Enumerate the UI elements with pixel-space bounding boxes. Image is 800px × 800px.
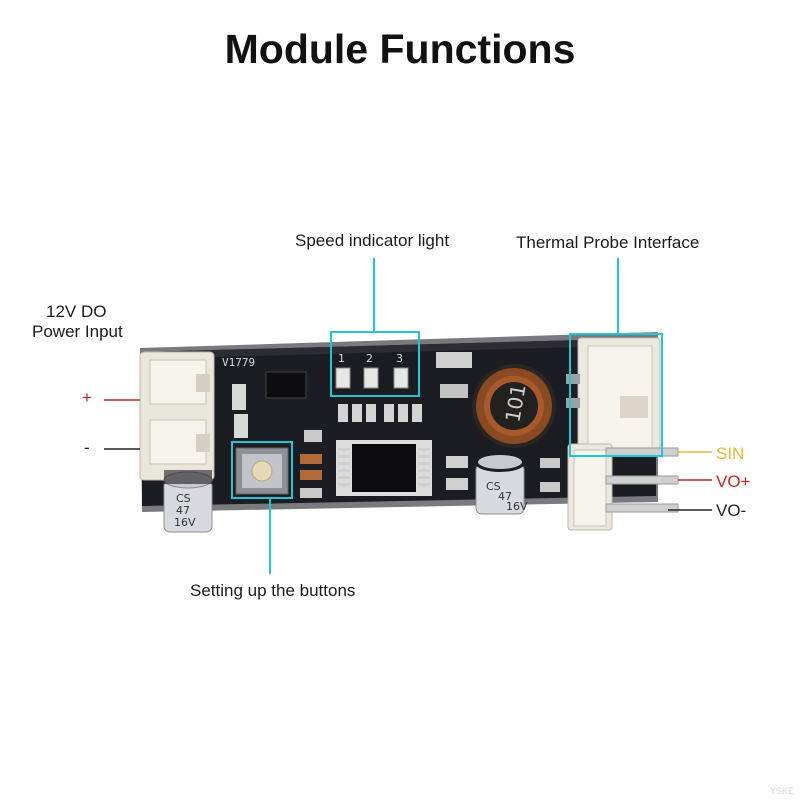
callout-thermal-probe bbox=[569, 258, 663, 457]
setup-button[interactable] bbox=[235, 447, 289, 495]
smd-components-middle bbox=[436, 352, 472, 490]
capacitor-right bbox=[475, 455, 525, 515]
controller-ic bbox=[336, 440, 432, 496]
speed-indicator-leds bbox=[335, 367, 409, 389]
cap-left-text-3: 16V bbox=[174, 516, 196, 529]
led-number-3: 3 bbox=[396, 352, 403, 365]
watermark: YSKE bbox=[769, 786, 794, 796]
power-input-label-line2: Power Input bbox=[32, 322, 123, 341]
cap-left-text-2: 47 bbox=[176, 504, 190, 517]
board-version-text: V1779 bbox=[222, 356, 255, 369]
led-number-1: 1 bbox=[338, 352, 345, 365]
cap-right-text-1: CS bbox=[486, 480, 501, 493]
page-title: Module Functions bbox=[224, 26, 576, 72]
power-input-connector bbox=[139, 351, 215, 481]
fan-output-connector bbox=[540, 443, 679, 531]
resistor-array bbox=[338, 404, 422, 422]
setup-buttons-label: Setting up the buttons bbox=[190, 581, 356, 600]
plus-label: + bbox=[82, 388, 92, 407]
minus-label: - bbox=[84, 438, 90, 457]
cap-right-text-3: 16V bbox=[506, 500, 528, 513]
power-input-label-line1: 12V DO bbox=[46, 302, 107, 321]
capacitor-left bbox=[163, 470, 213, 533]
callout-speed-indicator bbox=[330, 258, 420, 397]
cap-right-text-2: 47 bbox=[498, 490, 512, 503]
pin-vo-plus-label: VO+ bbox=[716, 472, 751, 491]
led-number-2: 2 bbox=[366, 352, 373, 365]
smd-components-left bbox=[232, 371, 322, 498]
inductor bbox=[472, 364, 556, 448]
pin-sin-label: SIN bbox=[716, 444, 745, 463]
thermal-probe-connector bbox=[566, 337, 661, 457]
speed-indicator-label: Speed indicator light bbox=[295, 231, 450, 250]
callout-setup-button bbox=[231, 441, 293, 574]
pin-vo-minus-label: VO- bbox=[716, 501, 747, 520]
cap-left-text-1: CS bbox=[176, 492, 191, 505]
thermal-probe-label: Thermal Probe Interface bbox=[516, 233, 700, 252]
